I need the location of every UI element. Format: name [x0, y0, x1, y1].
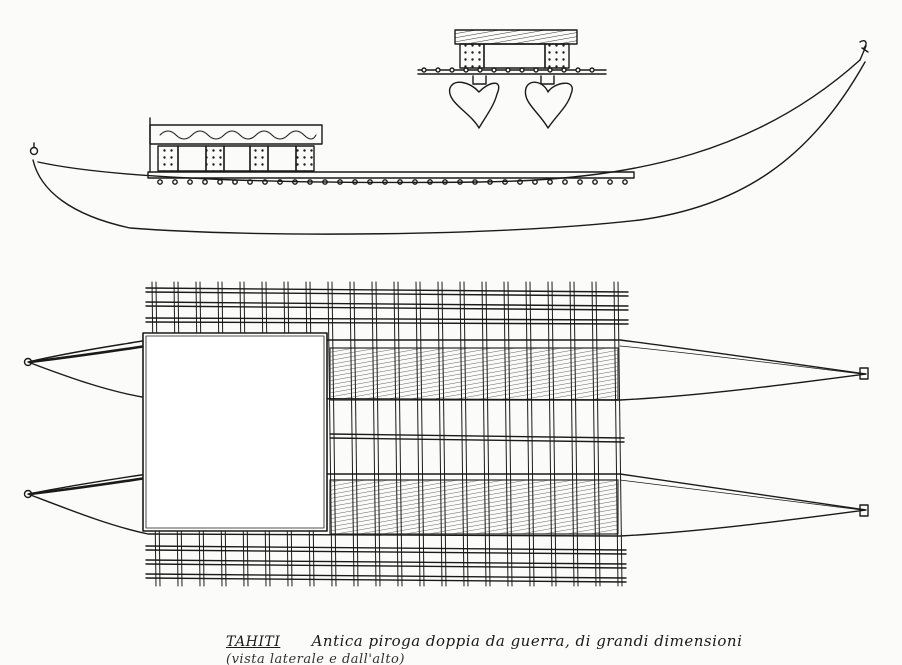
caption-text: Antica piroga doppia da guerra, di grand…	[311, 632, 743, 650]
hull-gunwale	[37, 59, 861, 184]
platform-detail	[417, 29, 607, 129]
hull-outline	[32, 61, 866, 235]
side-view	[29, 39, 869, 235]
lower-hull	[27, 473, 867, 537]
platform-posts	[157, 145, 315, 172]
deck-holes	[157, 179, 628, 185]
side-deck	[147, 171, 635, 179]
top-view	[23, 281, 869, 587]
paddle-left	[449, 81, 500, 129]
paddle-right	[524, 81, 573, 129]
caption-place: TAHITI	[226, 634, 281, 650]
central-platform	[142, 332, 328, 532]
caption-line2: (vista laterale e dall'alto)	[226, 652, 405, 665]
platform-roof	[149, 124, 323, 145]
caption: TAHITI Antica piroga doppia da guerra, d…	[226, 632, 886, 665]
upper-hull	[27, 339, 867, 401]
